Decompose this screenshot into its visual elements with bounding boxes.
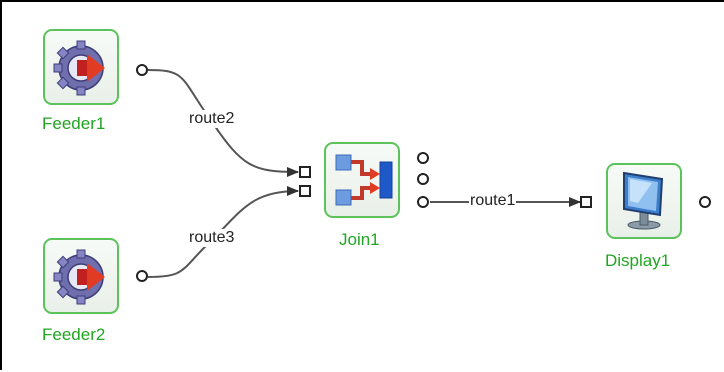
join1-node[interactable]: [324, 142, 400, 218]
display1-node[interactable]: [606, 163, 682, 239]
display1-input-port[interactable]: [580, 196, 592, 208]
feeder1-node[interactable]: [43, 29, 119, 105]
join1-input-port-2[interactable]: [299, 185, 311, 197]
feeder1-output-port[interactable]: [136, 64, 148, 76]
join1-output-port-3[interactable]: [417, 196, 429, 208]
feeder-gear-icon: [53, 40, 105, 96]
route3-label[interactable]: route3: [188, 229, 236, 247]
feeder1-label: Feeder1: [42, 114, 106, 133]
route1-label[interactable]: route1: [469, 192, 517, 210]
join1-output-port-2[interactable]: [417, 173, 429, 185]
feeder2-label: Feeder2: [42, 325, 106, 344]
route2-label[interactable]: route2: [188, 110, 236, 128]
join1-label: Join1: [339, 230, 380, 249]
feeder2-node[interactable]: [43, 238, 119, 314]
feeder2-output-port[interactable]: [136, 270, 148, 282]
join1-input-port-1[interactable]: [299, 166, 311, 178]
display1-label: Display1: [605, 251, 671, 270]
feeder-gear-icon: [53, 249, 105, 305]
display1-output-port[interactable]: [699, 196, 711, 208]
join-icon: [335, 154, 393, 206]
display-monitor-icon: [623, 171, 664, 230]
join1-output-port-1[interactable]: [417, 152, 429, 164]
